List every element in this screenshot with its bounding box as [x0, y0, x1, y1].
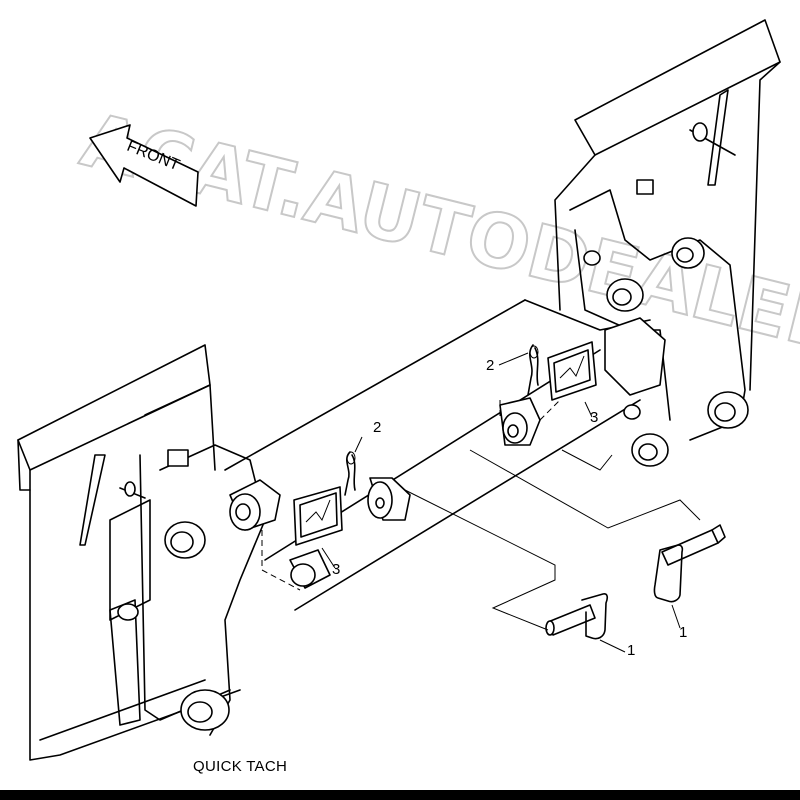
right-pin-boss [499, 397, 541, 446]
leader-lines [321, 352, 701, 653]
lock-pin-right [653, 524, 726, 603]
callout-clip-left: 2 [373, 419, 381, 436]
bottom-border [0, 790, 800, 800]
clip-right [527, 344, 539, 396]
decal-right [547, 341, 597, 401]
callout-pin-left: 1 [627, 642, 635, 659]
decal-left [293, 486, 343, 546]
clip-left [344, 451, 356, 496]
left-mount-frame [17, 344, 266, 761]
diagram-caption: QUICK TACH [193, 758, 288, 775]
callout-clip-right: 2 [486, 357, 494, 374]
lock-pin-left [545, 593, 609, 640]
callout-decal-left: 3 [332, 561, 340, 578]
left-pin-boss [229, 477, 411, 589]
callout-pin-right: 1 [679, 624, 687, 641]
right-mount-frame [554, 19, 781, 467]
hidden-lines [261, 399, 561, 591]
callout-decal-right: 3 [590, 409, 598, 426]
